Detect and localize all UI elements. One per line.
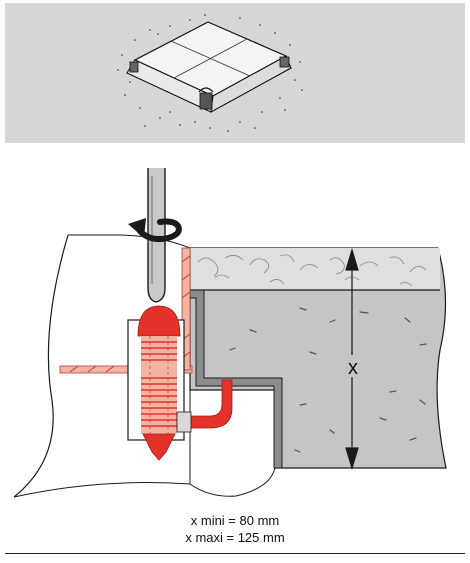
curved-arrow-icon [128,218,182,243]
dimension-label: x [348,357,358,379]
overview-panel [5,3,465,143]
bottom-divider [5,553,465,554]
min-dimension-note: x mini = 80 mm [190,513,280,528]
section-edge-outer [13,234,69,498]
concrete-slab [189,247,447,469]
anchor-bolt-tip [142,433,176,461]
anchor-thread [141,341,177,427]
max-dimension-note: x maxi = 125 mm [185,530,285,545]
anchor-bolt-head [137,305,181,337]
section-view: x [13,168,447,498]
screed-aggregate [197,254,427,287]
floor-speckles [117,14,303,132]
screed-layer [190,248,440,290]
bracket-arm [59,365,193,374]
bracket-upright [181,247,191,371]
box-frame [189,289,283,469]
anchor-bolt-shaft [141,336,177,434]
concrete-texture [229,307,427,453]
corner-clip [129,56,290,110]
